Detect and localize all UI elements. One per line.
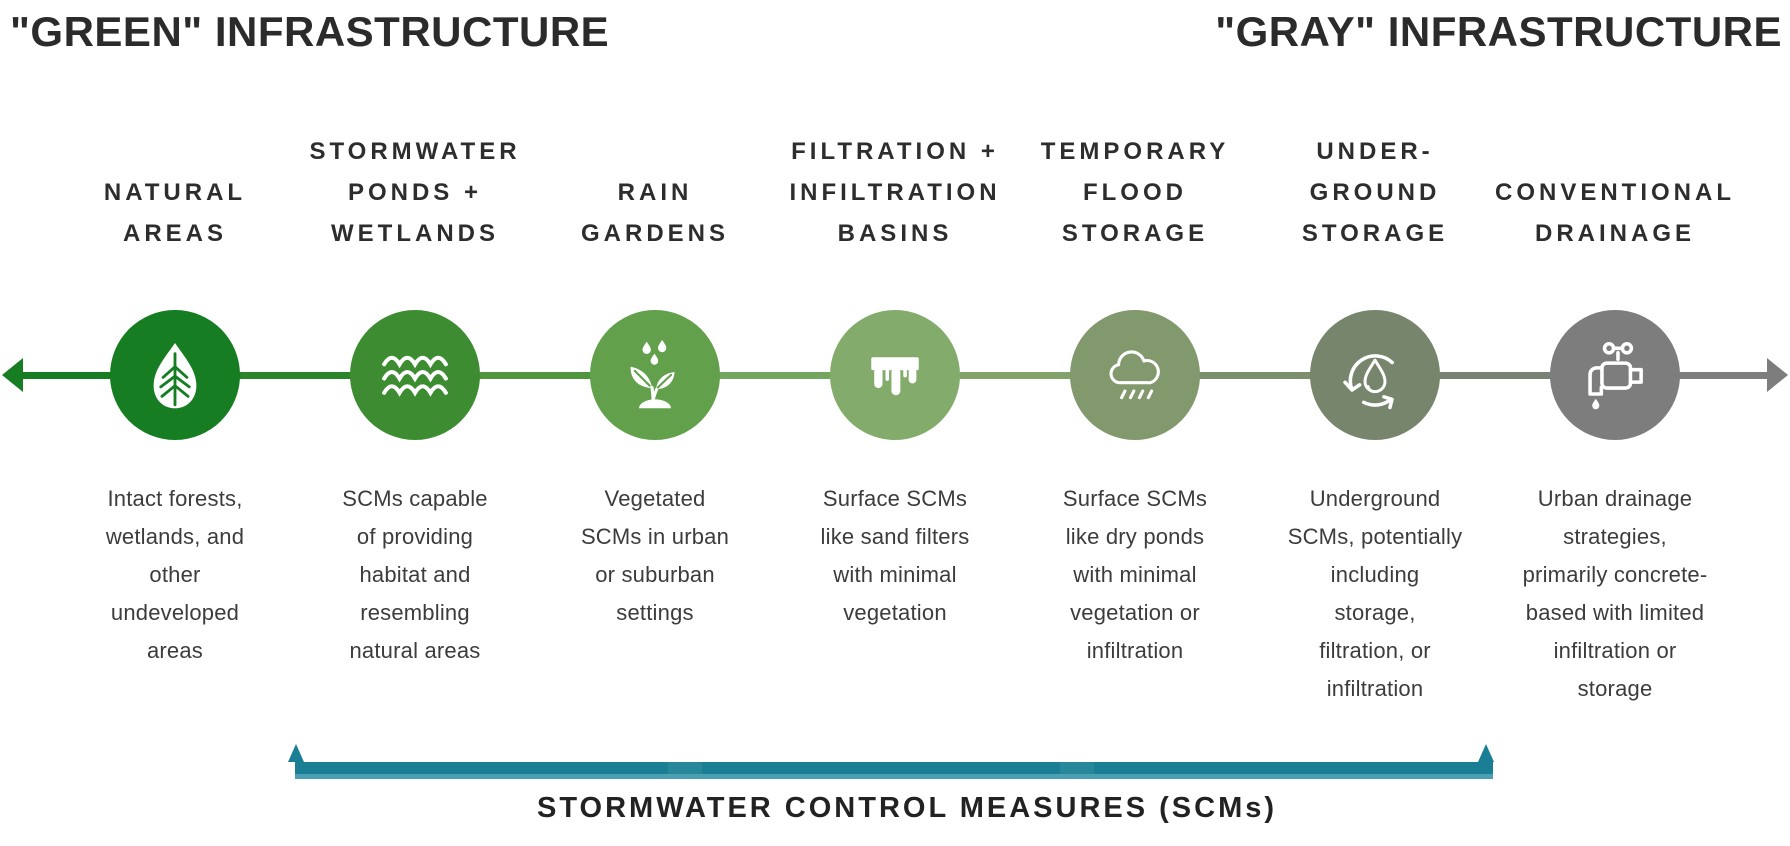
scm-bar-seam <box>1060 762 1094 774</box>
circle-rain-gardens <box>590 310 720 440</box>
column-description: SCMs capable of providing habitat and re… <box>342 486 488 663</box>
column-description: Intact forests, wetlands, and other unde… <box>105 486 245 663</box>
gray-infrastructure-title: "GRAY" INFRASTRUCTURE <box>1215 8 1782 55</box>
column-rain-gardens: RAIN GARDENS <box>535 130 775 708</box>
sprout-rain-icon <box>630 339 675 409</box>
column-stormwater-ponds-wetlands: STORMWATER PONDS + WETLANDS SCMs capable… <box>295 130 535 708</box>
axis-segment <box>415 372 655 379</box>
scm-bracket-bar <box>295 762 1493 779</box>
scm-left-marker-icon <box>288 744 304 762</box>
circle-temporary-flood-storage <box>1070 310 1200 440</box>
column-description: Surface SCMs like sand filters with mini… <box>820 486 970 625</box>
water-recycle-icon <box>1343 354 1394 410</box>
waves-icon <box>382 355 448 397</box>
column-description: Surface SCMs like dry ponds with minimal… <box>1062 486 1208 663</box>
axis-segment <box>18 372 175 379</box>
column-title: STORMWATER PONDS + WETLANDS <box>309 138 521 247</box>
circle-underground-storage <box>1310 310 1440 440</box>
column-title: UNDER- GROUND STORAGE <box>1301 138 1449 247</box>
rain-cloud-icon <box>1109 350 1160 400</box>
scm-bracket-label: STORMWATER CONTROL MEASURES (SCMs) <box>537 792 1278 824</box>
axis-segment <box>175 372 415 379</box>
axis-segment <box>1374 372 1614 379</box>
left-arrowhead-icon <box>2 358 23 392</box>
green-infrastructure-title: "GREEN" INFRASTRUCTURE <box>10 8 610 55</box>
column-title: FILTRATION + INFILTRATION BASINS <box>789 138 1001 247</box>
circle-filtration-infiltration-basins <box>830 310 960 440</box>
dripping-infiltration-icon <box>871 357 919 396</box>
column-title: CONVENTIONAL DRAINAGE <box>1495 179 1735 247</box>
axis-segment <box>895 372 1134 379</box>
leaf-icon <box>153 342 197 409</box>
column-natural-areas: NATURAL AREAS Intact forests, wetlands, … <box>55 130 295 708</box>
column-title: RAIN GARDENS <box>580 179 729 247</box>
column-description: Underground SCMs, potentially including … <box>1287 486 1463 701</box>
faucet-icon <box>1588 341 1643 410</box>
column-title: TEMPORARY FLOOD STORAGE <box>1040 138 1230 247</box>
right-arrowhead-icon <box>1767 358 1788 392</box>
axis-segment <box>655 372 895 379</box>
axis-segment <box>1134 372 1374 379</box>
column-title: NATURAL AREAS <box>103 179 247 247</box>
column-underground-storage: UNDER- GROUND STORAGE Underground SCMs, … <box>1255 130 1495 708</box>
scm-right-marker-icon <box>1478 744 1494 762</box>
column-description: Vegetated SCMs in urban or suburban sett… <box>580 486 730 625</box>
column-conventional-drainage: CONVENTIONAL DRAINAGE Urban drainage s <box>1495 130 1735 708</box>
column-temporary-flood-storage: TEMPORARY FLOOD STORAGE Surface SCMs lik… <box>1015 130 1255 708</box>
scm-bar-seam <box>668 762 702 774</box>
axis-segment <box>1614 372 1772 379</box>
columns-row: NATURAL AREAS Intact forests, wetlands, … <box>55 130 1735 708</box>
circle-natural-areas <box>110 310 240 440</box>
circle-conventional-drainage <box>1550 310 1680 440</box>
column-filtration-infiltration-basins: FILTRATION + INFILTRATION BASINS Surface… <box>775 130 1015 708</box>
circle-stormwater-ponds-wetlands <box>350 310 480 440</box>
column-description: Urban drainage strategies, primarily con… <box>1522 486 1708 701</box>
